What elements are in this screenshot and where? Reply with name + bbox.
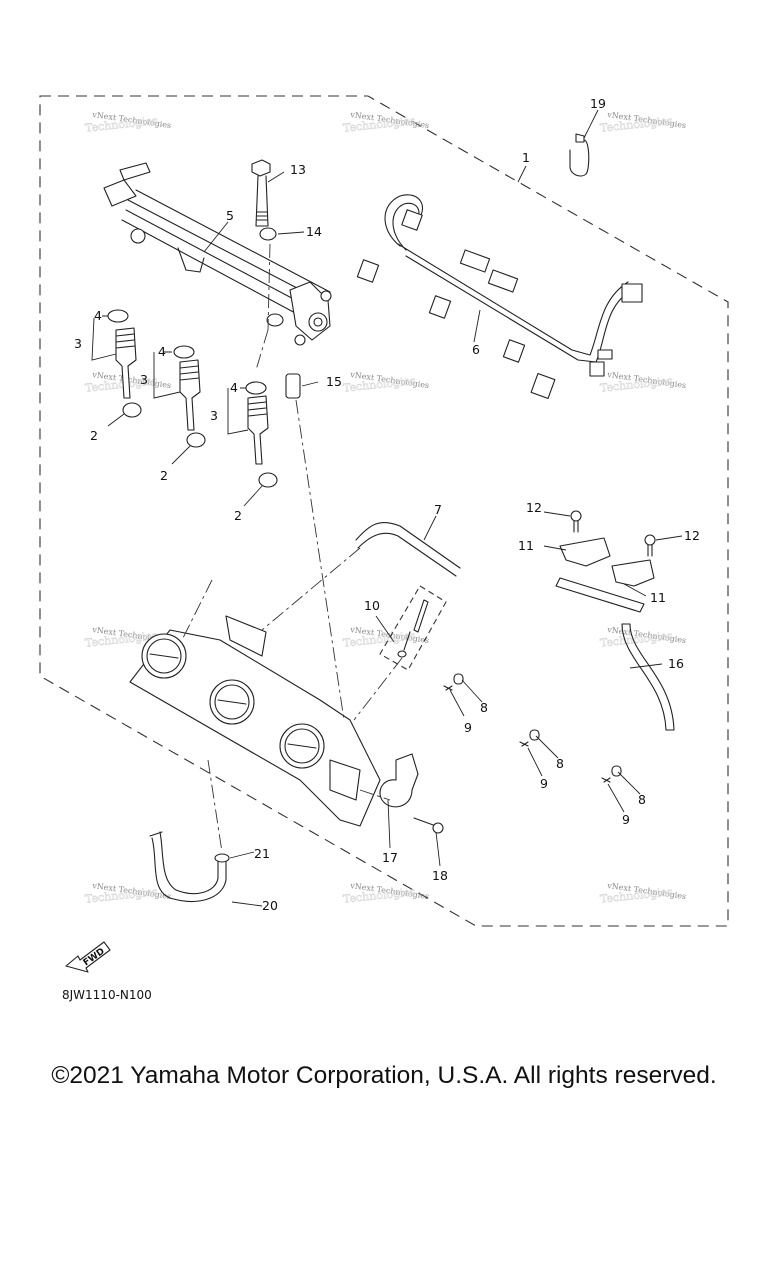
callout-8: 8 [556,756,564,771]
part-16-hose[interactable] [621,623,675,731]
part-9-clip[interactable] [519,741,529,747]
callout-2: 2 [90,428,98,443]
callout-4: 4 [94,308,102,323]
part-8-cap[interactable] [453,673,464,685]
part-17-sensor[interactable] [379,753,419,808]
part-2-seal[interactable] [122,402,142,418]
parts-diagram: vNext Technologies Technologies vNext Te… [39,95,729,973]
callout-9: 9 [622,812,630,827]
part-8-cap[interactable] [529,729,540,741]
callout-9: 9 [540,776,548,791]
part-20-hose[interactable] [149,831,229,902]
part-2-seal[interactable] [186,432,206,448]
callout-21: 21 [254,846,270,861]
forward-direction-badge: FWD [65,941,111,973]
callout-11: 11 [518,538,534,553]
part-19-hook[interactable] [569,133,590,177]
part-15-collar[interactable] [285,373,301,399]
callout-9: 9 [464,720,472,735]
callout-5: 5 [226,208,234,223]
callout-8: 8 [480,700,488,715]
callout-14: 14 [306,224,322,239]
part-12-bolt[interactable] [570,510,582,533]
callout-3: 2 [234,508,242,523]
callout-6: 6 [472,342,480,357]
part-3-injector[interactable] [247,395,269,465]
callout-11: 11 [650,590,666,605]
part-3-injector[interactable] [179,359,201,431]
callout-8: 8 [638,792,646,807]
callout-labels: 1 2 2 2 3 3 3 4 4 4 5 6 7 8 8 8 9 9 9 10… [74,96,700,913]
callout-3: 3 [140,372,148,387]
part-6-wire-harness[interactable] [356,194,643,400]
part-13-bolt[interactable] [251,159,271,227]
callout-17: 17 [382,850,398,865]
part-7-hose[interactable] [355,522,461,577]
part-2-seal[interactable] [258,472,278,488]
part-12-bolt[interactable] [644,534,656,557]
callout-3: 3 [210,408,218,423]
part-3-injector[interactable] [115,327,137,399]
callout-13: 13 [290,162,306,177]
part-5-fuel-rail[interactable] [103,162,332,346]
callout-3: 3 [74,336,82,351]
part-8-cap[interactable] [611,765,622,777]
callout-10: 10 [364,598,380,613]
assembly-lines [181,243,403,853]
callout-4: 4 [158,344,166,359]
copyright-notice: ©2021 Yamaha Motor Corporation, U.S.A. A… [51,1062,717,1089]
callout-18: 18 [432,868,448,883]
part-18-screw[interactable] [413,817,444,834]
part-21-clamp[interactable] [214,853,230,863]
callout-12: 12 [526,500,542,515]
part-10-screw-set[interactable] [379,585,447,671]
callout-2: 2 [160,468,168,483]
diagram-code: 8JW1110-N100 [62,988,152,1002]
callout-12: 12 [684,528,700,543]
callout-16: 16 [668,656,684,671]
arrow-left-icon [65,941,111,973]
part-9-clip[interactable] [601,777,611,783]
callout-19: 19 [590,96,606,111]
callout-15: 15 [326,374,342,389]
part-4-o-ring[interactable] [107,309,129,323]
part-4-o-ring[interactable] [245,381,267,395]
callout-1: 1 [522,150,530,165]
throttle-body-assembly[interactable] [129,615,381,827]
part-11-bracket[interactable] [555,537,655,613]
callout-20: 20 [262,898,278,913]
part-14-washer[interactable] [259,227,277,241]
callout-4: 4 [230,380,238,395]
callout-7: 7 [434,502,442,517]
part-4-o-ring[interactable] [173,345,195,359]
part-9-clip[interactable] [443,685,453,691]
assembly-boundary [39,95,729,927]
callout-leaders [91,109,683,907]
